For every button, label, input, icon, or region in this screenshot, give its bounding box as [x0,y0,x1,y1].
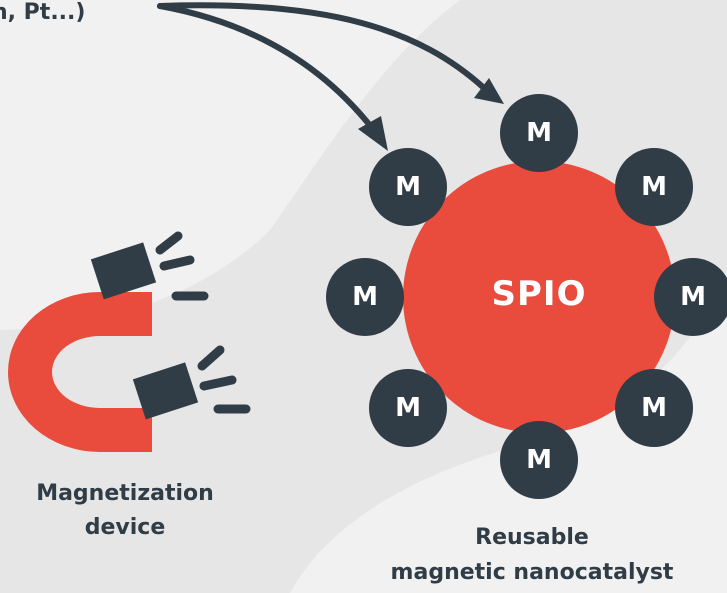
metal-particle-bottom [500,421,578,499]
device-caption-line2: device [84,515,166,540]
magnet-pole-bottom [132,362,199,420]
catalyst-caption: Reusable magnetic nanocatalyst [332,520,727,590]
device-caption: Magnetization device [0,477,250,545]
catalyst-caption-line2: magnetic nanocatalyst [390,560,674,585]
magnet-field-lines [155,231,251,414]
metal-label-right: M [680,282,706,312]
spio-core [403,161,675,433]
spio-label: SPIO [491,274,587,314]
arrow-to-top-m [157,2,487,91]
metal-particle-right [654,258,727,336]
magnet-body [8,292,152,452]
magnet-pole-top [90,242,157,300]
arrowhead-left-m [358,116,388,151]
metal-particle-left [326,258,404,336]
arrowhead-top-m [474,78,504,104]
metal-list-label: n, Pt...) [0,0,86,25]
metal-label-top-left: M [395,172,421,202]
metal-label-top: M [526,118,552,148]
background-blob-bottom-right [290,270,727,593]
metal-label-bottom-right: M [641,393,667,423]
metal-label-bottom-left: M [395,393,421,423]
metal-particle-top-right [615,148,693,226]
arrow-to-left-m [157,3,375,131]
metal-label-left: M [352,282,378,312]
metal-particle-bottom-right [615,369,693,447]
metal-particle-top [500,94,578,172]
metal-particles [326,94,727,499]
metal-label-top-right: M [641,172,667,202]
metal-particle-bottom-left [369,369,447,447]
background-blob-top-left [0,0,460,330]
arrow-group [157,2,487,131]
catalyst-caption-line1: Reusable [475,525,589,550]
metal-label-bottom: M [526,445,552,475]
device-caption-line1: Magnetization [36,481,214,506]
metal-particle-top-left [369,148,447,226]
